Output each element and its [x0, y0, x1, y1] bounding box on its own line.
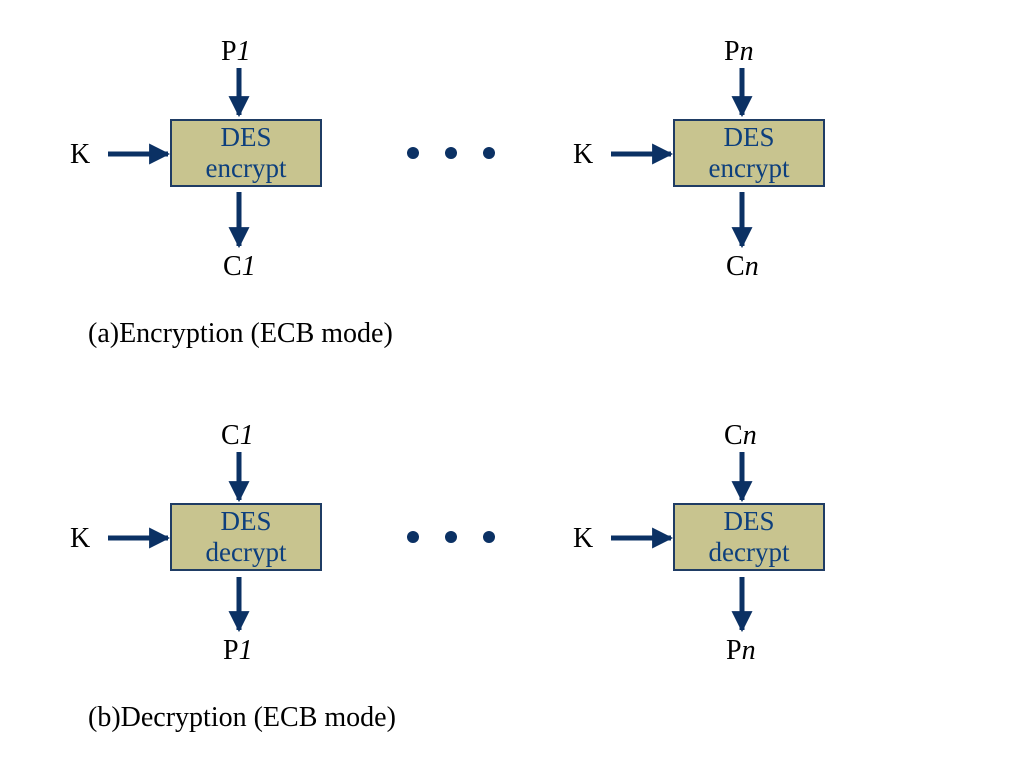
encn-box-line2: encrypt: [708, 153, 790, 183]
ellipsis-dot: [483, 147, 495, 159]
encn-output-label: Cn: [726, 251, 759, 282]
ellipsis-dot: [445, 531, 457, 543]
ellipsis-dot: [483, 531, 495, 543]
dec1-output-label: P1: [223, 635, 253, 666]
dec1-key-label: K: [70, 523, 91, 554]
encn-box-line1: DES: [723, 122, 775, 152]
dec1-des-box: DES decrypt: [170, 503, 322, 571]
ellipsis-dot: [445, 147, 457, 159]
encryption-caption: (a)Encryption (ECB mode): [88, 318, 393, 349]
enc1-des-box: DES encrypt: [170, 119, 322, 187]
decryption-caption: (b)Decryption (ECB mode): [88, 702, 396, 733]
encn-key-label: K: [573, 139, 594, 170]
decn-box-line1: DES: [723, 506, 775, 536]
dec1-box-line2: decrypt: [205, 537, 287, 567]
decn-des-box: DES decrypt: [673, 503, 825, 571]
encn-des-box: DES encrypt: [673, 119, 825, 187]
decn-input-label: Cn: [724, 420, 757, 451]
encn-input-label: Pn: [724, 36, 754, 67]
decn-output-label: Pn: [726, 635, 756, 666]
dec1-box-line1: DES: [220, 506, 272, 536]
dec1-input-label: C1: [221, 420, 254, 451]
enc1-box-line1: DES: [220, 122, 272, 152]
ellipsis-dot: [407, 147, 419, 159]
enc1-box-line2: encrypt: [205, 153, 287, 183]
enc1-key-label: K: [70, 139, 91, 170]
decn-box-line2: decrypt: [708, 537, 790, 567]
ellipsis-dot: [407, 531, 419, 543]
decn-key-label: K: [573, 523, 594, 554]
enc1-input-label: P1: [221, 36, 251, 67]
enc1-output-label: C1: [223, 251, 256, 282]
